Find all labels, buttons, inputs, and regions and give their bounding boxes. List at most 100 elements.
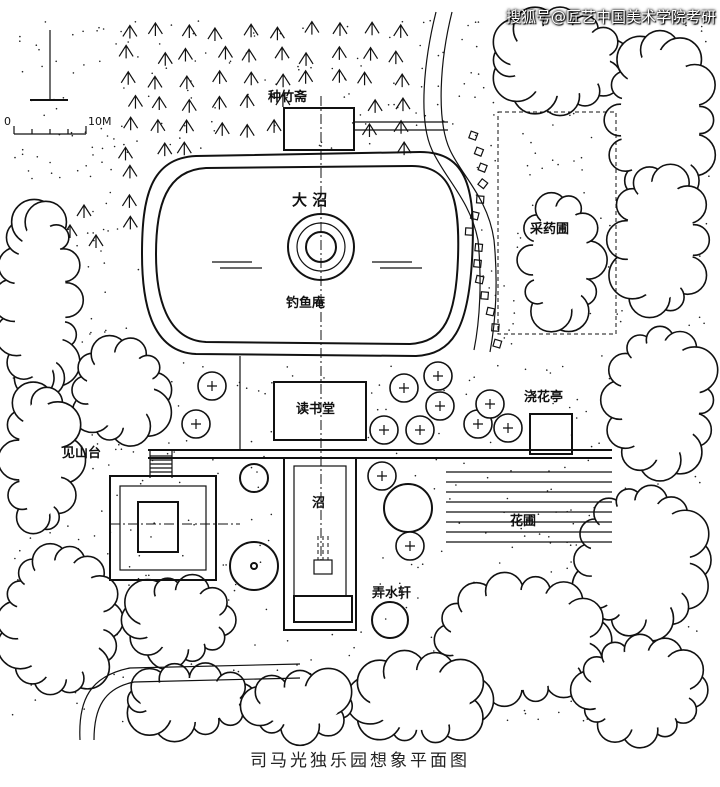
label-study-hall: 读书堂 — [296, 402, 336, 417]
stream — [423, 11, 497, 353]
conifer-tree-icon — [76, 203, 92, 218]
conifer-tree-icon — [332, 21, 348, 36]
deciduous-tree-icon — [605, 163, 711, 319]
conifer-tree-icon — [176, 141, 192, 156]
conifer-tree-icon — [217, 45, 233, 60]
big-pond — [140, 150, 474, 358]
conifer-tree-icon — [266, 118, 282, 133]
label-herb-garden: 采药圃 — [530, 222, 570, 237]
shrub-icon — [423, 361, 453, 391]
shrub-icon — [389, 373, 419, 403]
conifer-tree-icon — [275, 73, 291, 88]
conifer-tree-icon — [395, 97, 411, 112]
deciduous-tree-clusters — [0, 6, 719, 749]
conifer-tree-group — [62, 20, 412, 248]
scale-zero-label: 0 — [4, 115, 11, 128]
small-round-bed — [239, 463, 269, 493]
round-bed-left — [229, 541, 279, 591]
shrub-icon — [405, 415, 435, 445]
conifer-tree-icon — [121, 193, 137, 208]
scale-ten-label: 10M — [88, 115, 112, 128]
conifer-tree-icon — [243, 23, 259, 38]
deciduous-tree-icon — [0, 542, 124, 696]
deciduous-tree-icon — [71, 334, 173, 447]
conifer-tree-icon — [122, 215, 138, 230]
conifer-tree-icon — [177, 47, 193, 62]
conifer-tree-icon — [304, 20, 320, 35]
conifer-tree-icon — [122, 24, 138, 39]
conifer-tree-icon — [364, 21, 380, 36]
shrub-icon — [425, 391, 455, 421]
conifer-tree-icon — [274, 46, 290, 61]
flower-beds — [446, 471, 612, 543]
shrub-icon — [181, 409, 211, 439]
study-hall — [273, 381, 367, 441]
label-flower-beds: 花圃 — [510, 514, 537, 529]
shrub-icon — [493, 413, 523, 443]
shrub-icon — [395, 531, 425, 561]
conifer-tree-icon — [241, 48, 257, 63]
conifer-tree-icon — [239, 93, 255, 108]
label-water-pavilion: 弄水轩 — [372, 586, 412, 601]
conifer-tree-icon — [331, 45, 347, 60]
terrace-stairs — [149, 450, 173, 478]
conifer-tree-icon — [367, 98, 383, 113]
round-bed-right — [383, 483, 433, 533]
conifer-tree-icon — [331, 68, 347, 83]
label-south-pond: 沼 — [312, 496, 326, 511]
conifer-tree-icon — [298, 69, 314, 84]
deciduous-tree-icon — [569, 633, 709, 749]
conifer-tree-icon — [179, 119, 195, 134]
conifer-tree-icon — [388, 50, 404, 65]
conifer-tree-icon — [212, 69, 228, 84]
deciduous-tree-icon — [239, 667, 354, 747]
round-shrubs — [181, 361, 523, 561]
herb-garden-boundary — [497, 111, 617, 335]
deciduous-tree-icon — [126, 662, 258, 743]
conifer-tree-icon — [207, 26, 223, 42]
conifer-tree-icon — [243, 71, 259, 86]
deciduous-tree-icon — [0, 381, 87, 535]
deciduous-tree-icon — [516, 191, 608, 333]
shrub-icon — [367, 461, 397, 491]
mountain-view-terrace — [109, 450, 217, 581]
conifer-tree-icon — [269, 26, 285, 41]
flower-pavilion — [529, 413, 573, 455]
conifer-tree-icon — [147, 75, 163, 90]
water-play-pavilion — [371, 601, 409, 639]
main-corridor — [148, 356, 612, 459]
bamboo-studio — [283, 107, 448, 151]
label-fishing-hut: 钓鱼庵 — [286, 296, 326, 311]
round-bed-left-center — [250, 562, 258, 570]
deciduous-tree-icon — [571, 484, 712, 642]
conifer-tree-icon — [393, 23, 409, 38]
conifer-tree-icon — [394, 73, 410, 88]
conifer-tree-icon — [147, 21, 163, 36]
deciduous-tree-icon — [345, 649, 495, 744]
stepping-stones — [464, 130, 503, 349]
label-flower-pavilion: 浇花亭 — [524, 390, 564, 405]
deciduous-tree-icon — [0, 198, 85, 399]
conifer-tree-icon — [298, 51, 314, 66]
deciduous-tree-icon — [599, 325, 719, 482]
conifer-tree-icon — [151, 95, 167, 110]
conifer-tree-icon — [363, 46, 379, 61]
conifer-tree-icon — [181, 98, 197, 113]
conifer-tree-icon — [157, 51, 173, 66]
conifer-tree-icon — [357, 71, 373, 86]
label-viewing-terrace: 见山台 — [62, 446, 102, 461]
south-path — [79, 663, 301, 741]
conifer-tree-icon — [127, 94, 143, 109]
figure-caption: 司马光独乐园想象平面图 — [250, 751, 470, 771]
label-big-pond: 大 沼 — [292, 191, 328, 209]
conifer-tree-icon — [239, 123, 255, 138]
conifer-tree-icon — [123, 116, 139, 131]
watermark: 搜狐号@匠艺中国美术学院考研 — [505, 8, 716, 26]
conifer-tree-icon — [88, 233, 104, 248]
deciduous-tree-icon — [120, 573, 237, 671]
conifer-tree-icon — [118, 44, 134, 59]
label-bamboo-studio: 种竹斋 — [268, 90, 308, 105]
conifer-tree-icon — [393, 119, 409, 134]
conifer-tree-icon — [214, 121, 230, 136]
